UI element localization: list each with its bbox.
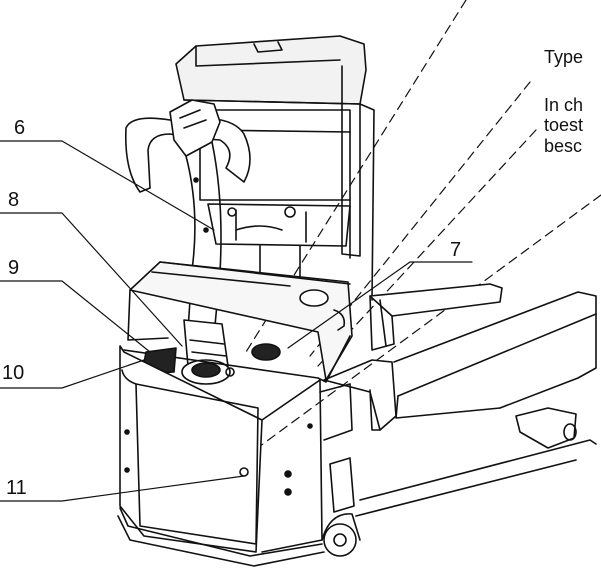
leader-11	[0, 475, 245, 502]
callout-6: 6	[14, 117, 26, 139]
callout-8: 8	[8, 189, 20, 211]
callout-7: 7	[450, 239, 462, 261]
leader-10	[0, 359, 145, 389]
leader-lines	[0, 140, 473, 502]
callout-11: 11	[6, 477, 27, 499]
text-line-2: toest	[544, 115, 584, 135]
leader-9	[0, 280, 151, 353]
callout-9: 9	[8, 257, 20, 279]
dashed-line-4	[247, 194, 601, 456]
text-type: Type	[544, 47, 584, 67]
dashed-line-3	[317, 129, 537, 367]
mast	[175, 35, 375, 301]
tiller-handle	[124, 99, 251, 385]
leader-7	[287, 261, 473, 349]
callout-10: 10	[2, 362, 25, 384]
leader-6	[0, 140, 215, 231]
text-line-1: In ch	[544, 95, 584, 115]
text-line-3: besc	[544, 136, 583, 156]
chassis	[117, 261, 353, 567]
leader-8	[0, 212, 183, 347]
forks	[319, 283, 597, 557]
